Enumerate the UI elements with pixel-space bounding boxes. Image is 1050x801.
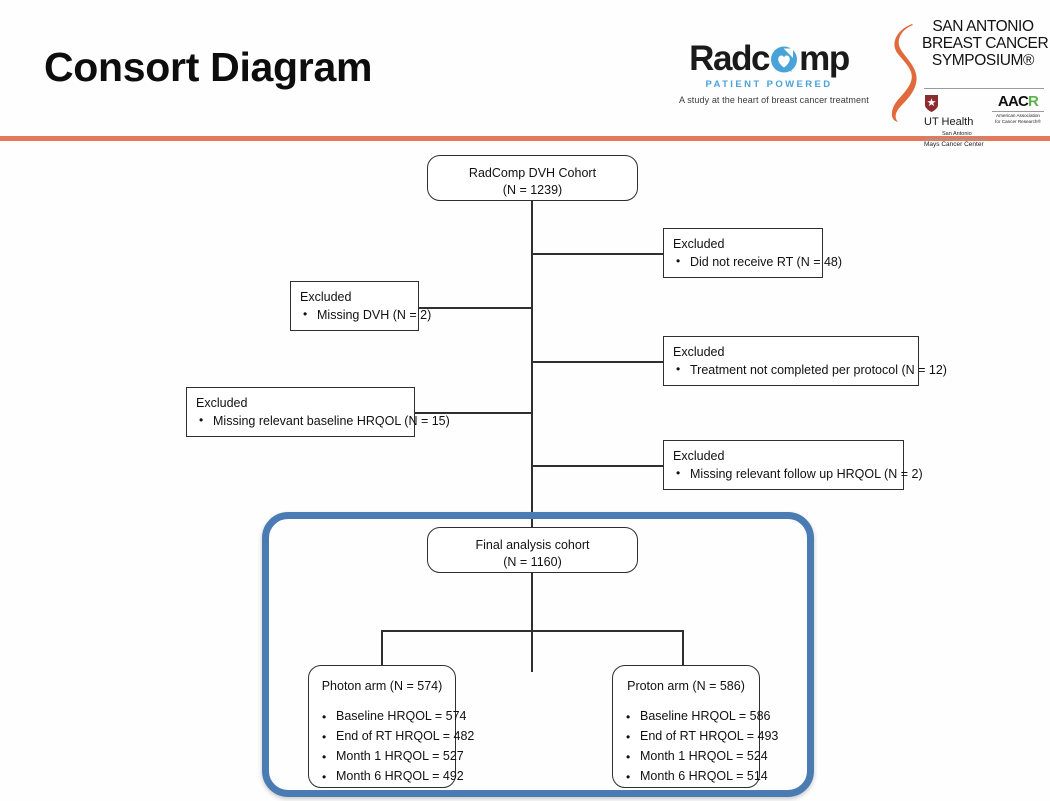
excluded-followup-header: Excluded xyxy=(673,449,725,463)
photon-arm-item-3: Month 6 HRQOL = 492 xyxy=(309,766,464,787)
cohort-line-2: (N = 1239) xyxy=(502,183,563,197)
heart-icon xyxy=(769,45,799,75)
proton-arm-item-1: End of RT HRQOL = 493 xyxy=(613,726,778,747)
connector-photon-down xyxy=(381,630,383,665)
page-title: Consort Diagram xyxy=(44,44,373,90)
node-excluded-missing-dvh: Excluded Missing DVH (N = 2) xyxy=(290,281,431,331)
aacr-sub: American Association for Cancer Research… xyxy=(992,111,1044,124)
node-excluded-protocol: Excluded Treatment not completed per pro… xyxy=(663,336,947,386)
excluded-rt-item-0: Did not receive RT (N = 48) xyxy=(673,253,842,271)
node-final-analysis-cohort: Final analysis cohort (N = 1160) xyxy=(427,527,638,573)
connector-proton-down xyxy=(682,630,684,665)
sabcs-line-2: BREAST CANCER xyxy=(922,35,1049,52)
node-excluded-followup-hrqol: Excluded Missing relevant follow up HRQO… xyxy=(663,440,923,490)
node-photon-arm: Photon arm (N = 574) Baseline HRQOL = 57… xyxy=(308,665,474,788)
sabcs-line-3: SYMPOSIUM® xyxy=(931,52,1035,69)
proton-arm-item-0: Baseline HRQOL = 586 xyxy=(613,706,771,727)
connector-main-trunk xyxy=(531,200,533,672)
aacr-logo: AACR American Association for Cancer Res… xyxy=(992,94,1044,124)
final-cohort-highlight xyxy=(262,512,814,797)
ut-health-sub1: San Antonio xyxy=(942,131,972,137)
aacr-wordmark: AACR xyxy=(992,94,1044,110)
proton-arm-item-3: Month 6 HRQOL = 514 xyxy=(613,766,768,787)
excluded-baseline-item-0: Missing relevant baseline HRQOL (N = 15) xyxy=(196,412,450,430)
connector-to-excluded-protocol xyxy=(531,361,663,363)
ribbon-icon xyxy=(891,24,917,122)
sabcs-line-1: SAN ANTONIO xyxy=(932,18,1034,35)
excluded-rt-header: Excluded xyxy=(673,237,725,251)
ut-shield-icon xyxy=(924,95,939,112)
sabcs-logo: SAN ANTONIO BREAST CANCER SYMPOSIUM® UT … xyxy=(886,16,1049,148)
aacr-sub-2: for Cancer Research® xyxy=(995,118,1041,124)
aacr-main: AAC xyxy=(997,93,1029,110)
ut-health-sub2: Mays Cancer Center xyxy=(924,139,987,149)
aacr-sub-1: American Association xyxy=(996,113,1040,118)
connector-final-down xyxy=(531,573,533,631)
photon-arm-item-1: End of RT HRQOL = 482 xyxy=(309,726,474,747)
proton-arm-item-2: Month 1 HRQOL = 524 xyxy=(613,746,768,767)
cohort-line-1: RadComp DVH Cohort xyxy=(468,166,597,180)
final-line-2: (N = 1160) xyxy=(503,555,562,569)
excluded-dvh-item-0: Missing DVH (N = 2) xyxy=(300,306,431,324)
connector-arms-horizontal xyxy=(381,630,683,632)
excluded-followup-item-0: Missing relevant follow up HRQOL (N = 2) xyxy=(673,465,923,483)
header-divider xyxy=(0,136,1050,141)
photon-arm-item-0: Baseline HRQOL = 574 xyxy=(309,706,467,727)
connector-to-excluded-dvh xyxy=(419,307,532,309)
aacr-accent: R xyxy=(1028,93,1039,110)
excluded-dvh-header: Excluded xyxy=(300,290,352,304)
sabcs-divider xyxy=(924,88,1044,89)
radcomp-tagline: PATIENT POWERED xyxy=(705,79,833,90)
connector-to-excluded-followup xyxy=(531,465,663,467)
excluded-protocol-header: Excluded xyxy=(673,345,725,359)
node-excluded-did-not-receive-rt: Excluded Did not receive RT (N = 48) xyxy=(663,228,842,278)
node-radcomp-cohort: RadComp DVH Cohort (N = 1239) xyxy=(427,155,638,201)
ut-health-logo: UT Health San Antonio Mays Cancer Center xyxy=(924,94,987,149)
proton-arm-title: Proton arm (N = 586) xyxy=(627,679,745,693)
radcomp-word-part1: Radc xyxy=(689,39,770,78)
radcomp-subtitle: A study at the heart of breast cancer tr… xyxy=(679,95,869,105)
final-line-1: Final analysis cohort xyxy=(475,538,590,552)
sabcs-wordmark: SAN ANTONIO BREAST CANCER SYMPOSIUM® xyxy=(922,18,1049,69)
connector-to-excluded-baseline xyxy=(415,412,532,414)
photon-arm-title: Photon arm (N = 574) xyxy=(321,679,443,693)
photon-arm-item-2: Month 1 HRQOL = 527 xyxy=(309,746,464,767)
consort-diagram: RadComp DVH Cohort (N = 1239) Excluded D… xyxy=(0,140,1050,801)
radcomp-word-part2: mp xyxy=(799,39,850,78)
ut-health-label: UT Health xyxy=(924,115,974,128)
excluded-protocol-item-0: Treatment not completed per protocol (N … xyxy=(673,361,947,379)
connector-to-excluded-rt xyxy=(531,253,663,255)
node-excluded-baseline-hrqol: Excluded Missing relevant baseline HRQOL… xyxy=(186,387,450,437)
node-proton-arm: Proton arm (N = 586) Baseline HRQOL = 58… xyxy=(612,665,778,788)
excluded-baseline-header: Excluded xyxy=(196,396,248,410)
